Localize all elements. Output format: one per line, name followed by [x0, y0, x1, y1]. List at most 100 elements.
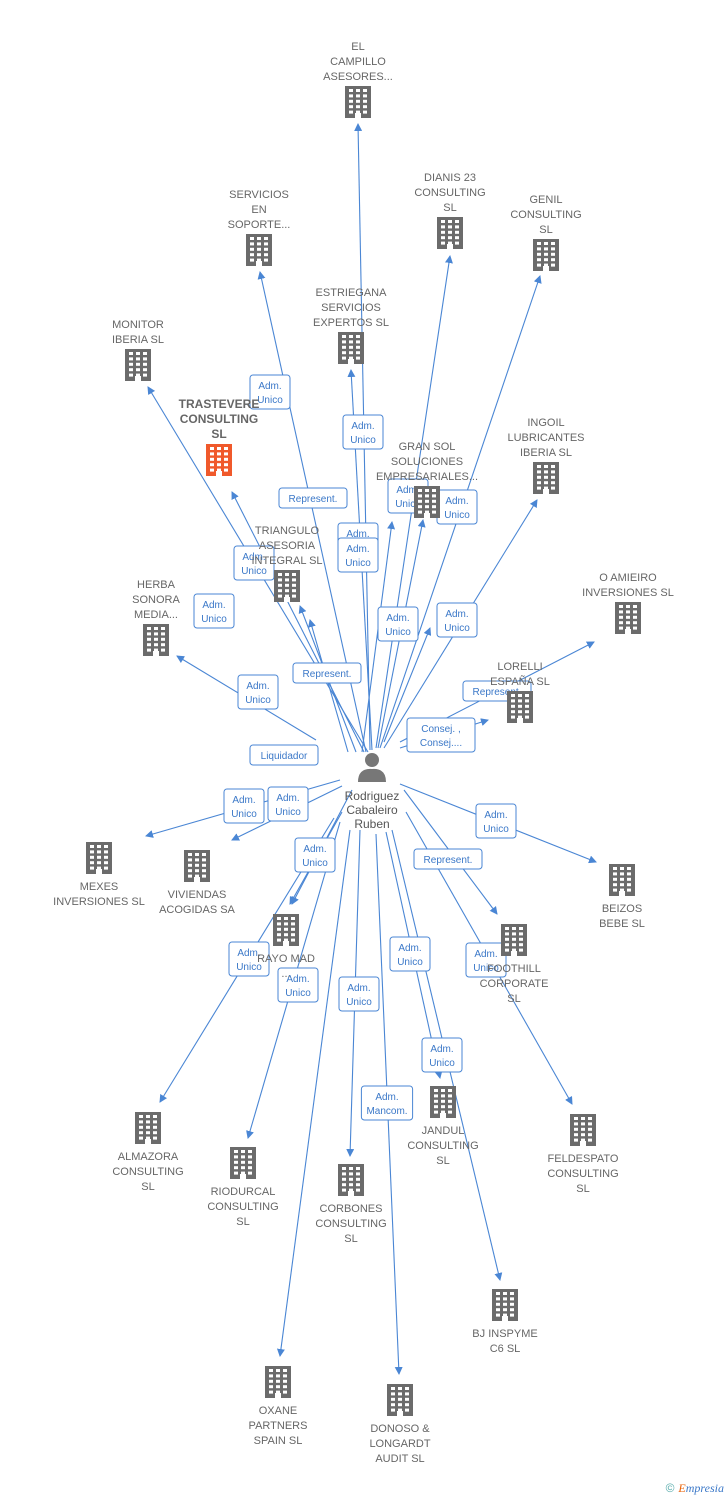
- relation-label-text: Represent.: [289, 494, 338, 505]
- relation-label-box: [233, 545, 275, 581]
- relation-label-box: [278, 487, 348, 509]
- relation-label[interactable]: Adm.Unico: [337, 537, 379, 573]
- relation-label[interactable]: Represent.: [413, 848, 483, 870]
- building-icon: [492, 1289, 518, 1321]
- relation-label-text: Represent.: [424, 855, 473, 866]
- relation-label[interactable]: Adm.Unico: [338, 976, 380, 1012]
- relation-label[interactable]: Adm.Unico: [228, 941, 270, 977]
- company-label: SL: [576, 1183, 589, 1195]
- relation-label[interactable]: Adm.Unico: [342, 414, 384, 450]
- relation-label-text: Unico: [444, 510, 470, 521]
- relation-label[interactable]: Adm.Unico: [223, 788, 265, 824]
- company-label: ACOGIDAS SA: [159, 904, 235, 916]
- building-icon: [86, 842, 112, 874]
- relation-edge: [383, 627, 432, 743]
- relation-label[interactable]: Consej. ,Consej....: [406, 717, 476, 753]
- relation-label[interactable]: Represent.: [292, 662, 362, 684]
- relation-label-text: Represent.: [303, 669, 352, 680]
- relation-label[interactable]: Represent.: [278, 487, 348, 509]
- company-label: CONSULTING: [180, 412, 258, 426]
- relation-label-box: [342, 414, 384, 450]
- company-label: VIVIENDAS: [168, 889, 227, 901]
- company-label: CONSULTING: [207, 1201, 278, 1213]
- relation-label-text: Adm.: [351, 421, 374, 432]
- company-label: BEIZOS: [602, 903, 642, 915]
- relation-label-text: Unico: [257, 395, 283, 406]
- relation-label[interactable]: Adm.Unico: [389, 936, 431, 972]
- company-label: CONSULTING: [407, 1140, 478, 1152]
- company-label: SL: [539, 224, 552, 236]
- building-icon: [507, 691, 533, 723]
- copyright-symbol: ©: [665, 1481, 675, 1495]
- relation-label[interactable]: Adm.Unico: [436, 489, 478, 525]
- relation-label-text: Adm.: [242, 552, 265, 563]
- relation-label[interactable]: Adm.Unico: [233, 545, 275, 581]
- company-node-servicios[interactable]: SERVICIOSENSOPORTE...: [228, 189, 291, 266]
- relation-label[interactable]: Adm.Unico: [377, 606, 419, 642]
- company-label: INVERSIONES SL: [582, 587, 674, 599]
- relation-label[interactable]: Adm.Unico: [249, 374, 291, 410]
- relation-label[interactable]: Adm.Unico: [294, 837, 336, 873]
- building-icon: [414, 486, 440, 518]
- company-node-rayo-mad[interactable]: RAYO MAD...: [257, 914, 315, 980]
- company-node-el-campillo[interactable]: ELCAMPILLOASESORES...: [323, 41, 393, 118]
- relation-label-text: Unico: [444, 623, 470, 634]
- relation-label[interactable]: Adm. Unico: [436, 602, 478, 638]
- relation-label-text: Adm.: [237, 948, 260, 959]
- relation-label[interactable]: Adm.Unico: [277, 967, 319, 1003]
- building-icon: [501, 924, 527, 956]
- relation-label[interactable]: Adm.Unico: [193, 593, 235, 629]
- company-label: INGOIL: [527, 417, 564, 429]
- relation-edge: [276, 829, 351, 1357]
- company-node-gran-sol[interactable]: GRAN SOLSOLUCIONESEMPRESARIALES...: [376, 441, 478, 518]
- company-label: ...: [281, 968, 290, 980]
- company-node-viviendas[interactable]: VIVIENDAS ACOGIDAS SA: [159, 850, 236, 916]
- brand-logo-initial: E: [678, 1481, 686, 1495]
- company-label: SL: [141, 1181, 154, 1193]
- building-icon: [609, 864, 635, 896]
- company-label: ALMAZORA: [118, 1151, 179, 1163]
- company-label: EMPRESARIALES...: [376, 471, 478, 483]
- company-node-herba[interactable]: HERBASONORAMEDIA...: [132, 579, 180, 656]
- relation-label-box: [228, 941, 270, 977]
- relation-label-box: [389, 936, 431, 972]
- relation-label[interactable]: Adm.Unico: [237, 674, 279, 710]
- relation-label-box: [237, 674, 279, 710]
- relation-label[interactable]: Adm.Mancom.: [360, 1085, 414, 1121]
- relation-label[interactable]: Liquidador: [249, 744, 319, 766]
- building-icon: [387, 1384, 413, 1416]
- company-label: INTEGRAL SL: [251, 555, 322, 567]
- company-label: OXANE: [259, 1405, 298, 1417]
- building-icon: [345, 86, 371, 118]
- company-label: TRASTEVERE: [179, 397, 260, 411]
- relation-label[interactable]: Adm.Unico: [475, 803, 517, 839]
- brand-logo-rest: mpresia: [685, 1481, 724, 1495]
- building-icon: [338, 1164, 364, 1196]
- company-label: CORPORATE: [480, 978, 549, 990]
- relation-label[interactable]: Adm.Unico: [267, 786, 309, 822]
- relation-label[interactable]: Adm.Unico: [421, 1037, 463, 1073]
- relation-label-text: Adm.: [445, 609, 468, 620]
- relation-label[interactable]: Adm.Unico: [465, 942, 507, 978]
